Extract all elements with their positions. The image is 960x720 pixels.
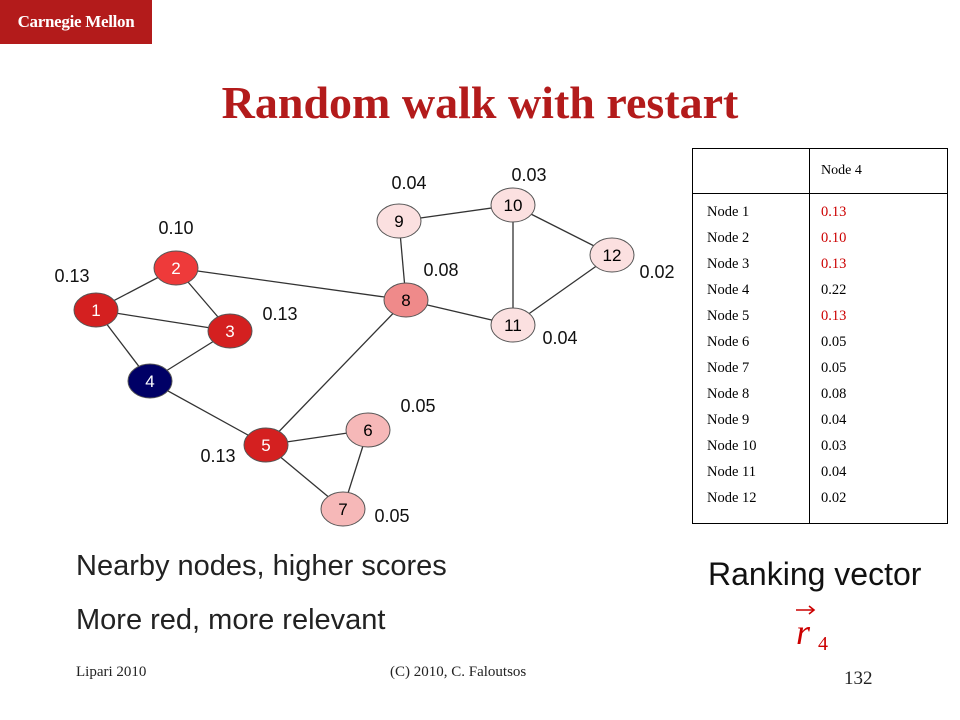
table-node-column: Node 1 Node 2 Node 3 Node 4 Node 5 Node 6 Node… bbox=[707, 199, 757, 511]
table-node-value: 0.04 bbox=[821, 464, 847, 480]
caption-nearby: Nearby nodes, higher scores bbox=[76, 550, 447, 582]
footer-venue: Lipari 2010 bbox=[76, 664, 147, 680]
graph-node-1: 1 bbox=[73, 292, 119, 328]
graph-node-2: 2 bbox=[153, 250, 199, 286]
table-divider-horizontal bbox=[693, 193, 947, 194]
node-score-5: 0.13 bbox=[200, 446, 235, 466]
graph-node-4: 4 bbox=[127, 363, 173, 399]
table-node-name: Node 2 bbox=[707, 230, 750, 246]
graph-node-3: 3 bbox=[207, 313, 253, 349]
table-node-value: 0.02 bbox=[821, 490, 847, 506]
table-node-name: Node 10 bbox=[707, 438, 757, 454]
table-node-name: Node 7 bbox=[707, 360, 750, 376]
graph-node-10: 10 bbox=[490, 187, 536, 223]
node-circle-11 bbox=[490, 307, 536, 343]
cmu-logo: Carnegie Mellon bbox=[0, 0, 152, 44]
table-node-name: Node 6 bbox=[707, 334, 750, 350]
vector-subscript: 4 bbox=[818, 633, 828, 655]
node-circle-9 bbox=[376, 203, 422, 239]
edge-4-5 bbox=[149, 380, 267, 446]
node-score-6: 0.05 bbox=[400, 396, 435, 416]
page-number: 132 bbox=[844, 668, 873, 689]
table-node-value: 0.10 bbox=[821, 230, 847, 246]
vector-arrow-icon bbox=[796, 605, 816, 615]
node-circle-8 bbox=[383, 282, 429, 318]
node-label-9: 9 bbox=[394, 212, 403, 231]
table-node-name: Node 5 bbox=[707, 308, 750, 324]
node-label-11: 11 bbox=[504, 316, 522, 335]
node-circle-5 bbox=[243, 427, 289, 463]
vector-letter: r bbox=[796, 612, 811, 652]
node-score-2: 0.10 bbox=[158, 218, 193, 238]
table-node-value: 0.13 bbox=[821, 256, 847, 272]
table-divider-vertical bbox=[809, 149, 810, 523]
node-score-3: 0.13 bbox=[262, 304, 297, 324]
ranking-vector-symbol: r 4 bbox=[796, 605, 828, 655]
node-label-7: 7 bbox=[338, 500, 347, 519]
table-node-name: Node 9 bbox=[707, 412, 750, 428]
table-node-name: Node 4 bbox=[707, 282, 750, 298]
node-score-7: 0.05 bbox=[374, 506, 409, 526]
table-node-name: Node 8 bbox=[707, 386, 750, 402]
node-label-10: 10 bbox=[504, 196, 523, 215]
node-circle-7 bbox=[320, 491, 366, 527]
graph-node-11: 11 bbox=[490, 307, 536, 343]
table-node-value: 0.13 bbox=[821, 308, 847, 324]
table-node-name: Node 1 bbox=[707, 204, 750, 220]
table-node-value: 0.05 bbox=[821, 334, 847, 350]
table-node-value: 0.22 bbox=[821, 282, 847, 298]
graph-node-12: 12 bbox=[589, 237, 635, 273]
node-label-8: 8 bbox=[401, 291, 410, 310]
slide-title: Random walk with restart bbox=[221, 77, 739, 128]
table-node-value: 0.08 bbox=[821, 386, 847, 402]
node-circle-12 bbox=[589, 237, 635, 273]
graph-node-9: 9 bbox=[376, 203, 422, 239]
node-circle-2 bbox=[153, 250, 199, 286]
graph-node-8: 8 bbox=[383, 282, 429, 318]
table-header-node4: Node 4 bbox=[821, 163, 862, 178]
graph-node-5: 5 bbox=[243, 427, 289, 463]
footer-copyright: (C) 2010, C. Faloutsos bbox=[390, 664, 527, 680]
node-label-4: 4 bbox=[145, 372, 154, 391]
node-label-2: 2 bbox=[171, 259, 180, 278]
node-score-10: 0.03 bbox=[511, 165, 546, 185]
node-label-12: 12 bbox=[603, 246, 622, 265]
edge-5-8 bbox=[265, 299, 407, 446]
node-circle-3 bbox=[207, 313, 253, 349]
graph-node-6: 6 bbox=[345, 412, 391, 448]
table-node-value: 0.03 bbox=[821, 438, 847, 454]
node-score-9: 0.04 bbox=[391, 173, 426, 193]
table-value-column: 0.13 0.10 0.13 0.22 0.13 0.05 0.05 0.08 0.04 0.03… bbox=[821, 199, 846, 511]
graph-node-7: 7 bbox=[320, 491, 366, 527]
node-score-11: 0.04 bbox=[542, 328, 577, 348]
node-score-8: 0.08 bbox=[423, 260, 458, 280]
node-label-6: 6 bbox=[363, 421, 372, 440]
table-node-name: Node 3 bbox=[707, 256, 750, 272]
node-label-1: 1 bbox=[91, 301, 100, 320]
node-score-12: 0.02 bbox=[639, 262, 674, 282]
table-node-value: 0.04 bbox=[821, 412, 847, 428]
node-circle-6 bbox=[345, 412, 391, 448]
table-node-value: 0.05 bbox=[821, 360, 847, 376]
node-circle-4 bbox=[127, 363, 173, 399]
node-label-5: 5 bbox=[261, 436, 270, 455]
edge-2-8 bbox=[175, 267, 407, 301]
table-node-name: Node 12 bbox=[707, 490, 757, 506]
table-node-name: Node 11 bbox=[707, 464, 756, 480]
node-label-3: 3 bbox=[225, 322, 234, 341]
node-circle-1 bbox=[73, 292, 119, 328]
ranking-vector-label: Ranking vector bbox=[708, 556, 922, 592]
node-score-1: 0.13 bbox=[54, 266, 89, 286]
node-circle-10 bbox=[490, 187, 536, 223]
caption-red: More red, more relevant bbox=[76, 604, 386, 636]
table-node-value: 0.13 bbox=[821, 204, 847, 220]
edge-1-3 bbox=[95, 309, 231, 332]
